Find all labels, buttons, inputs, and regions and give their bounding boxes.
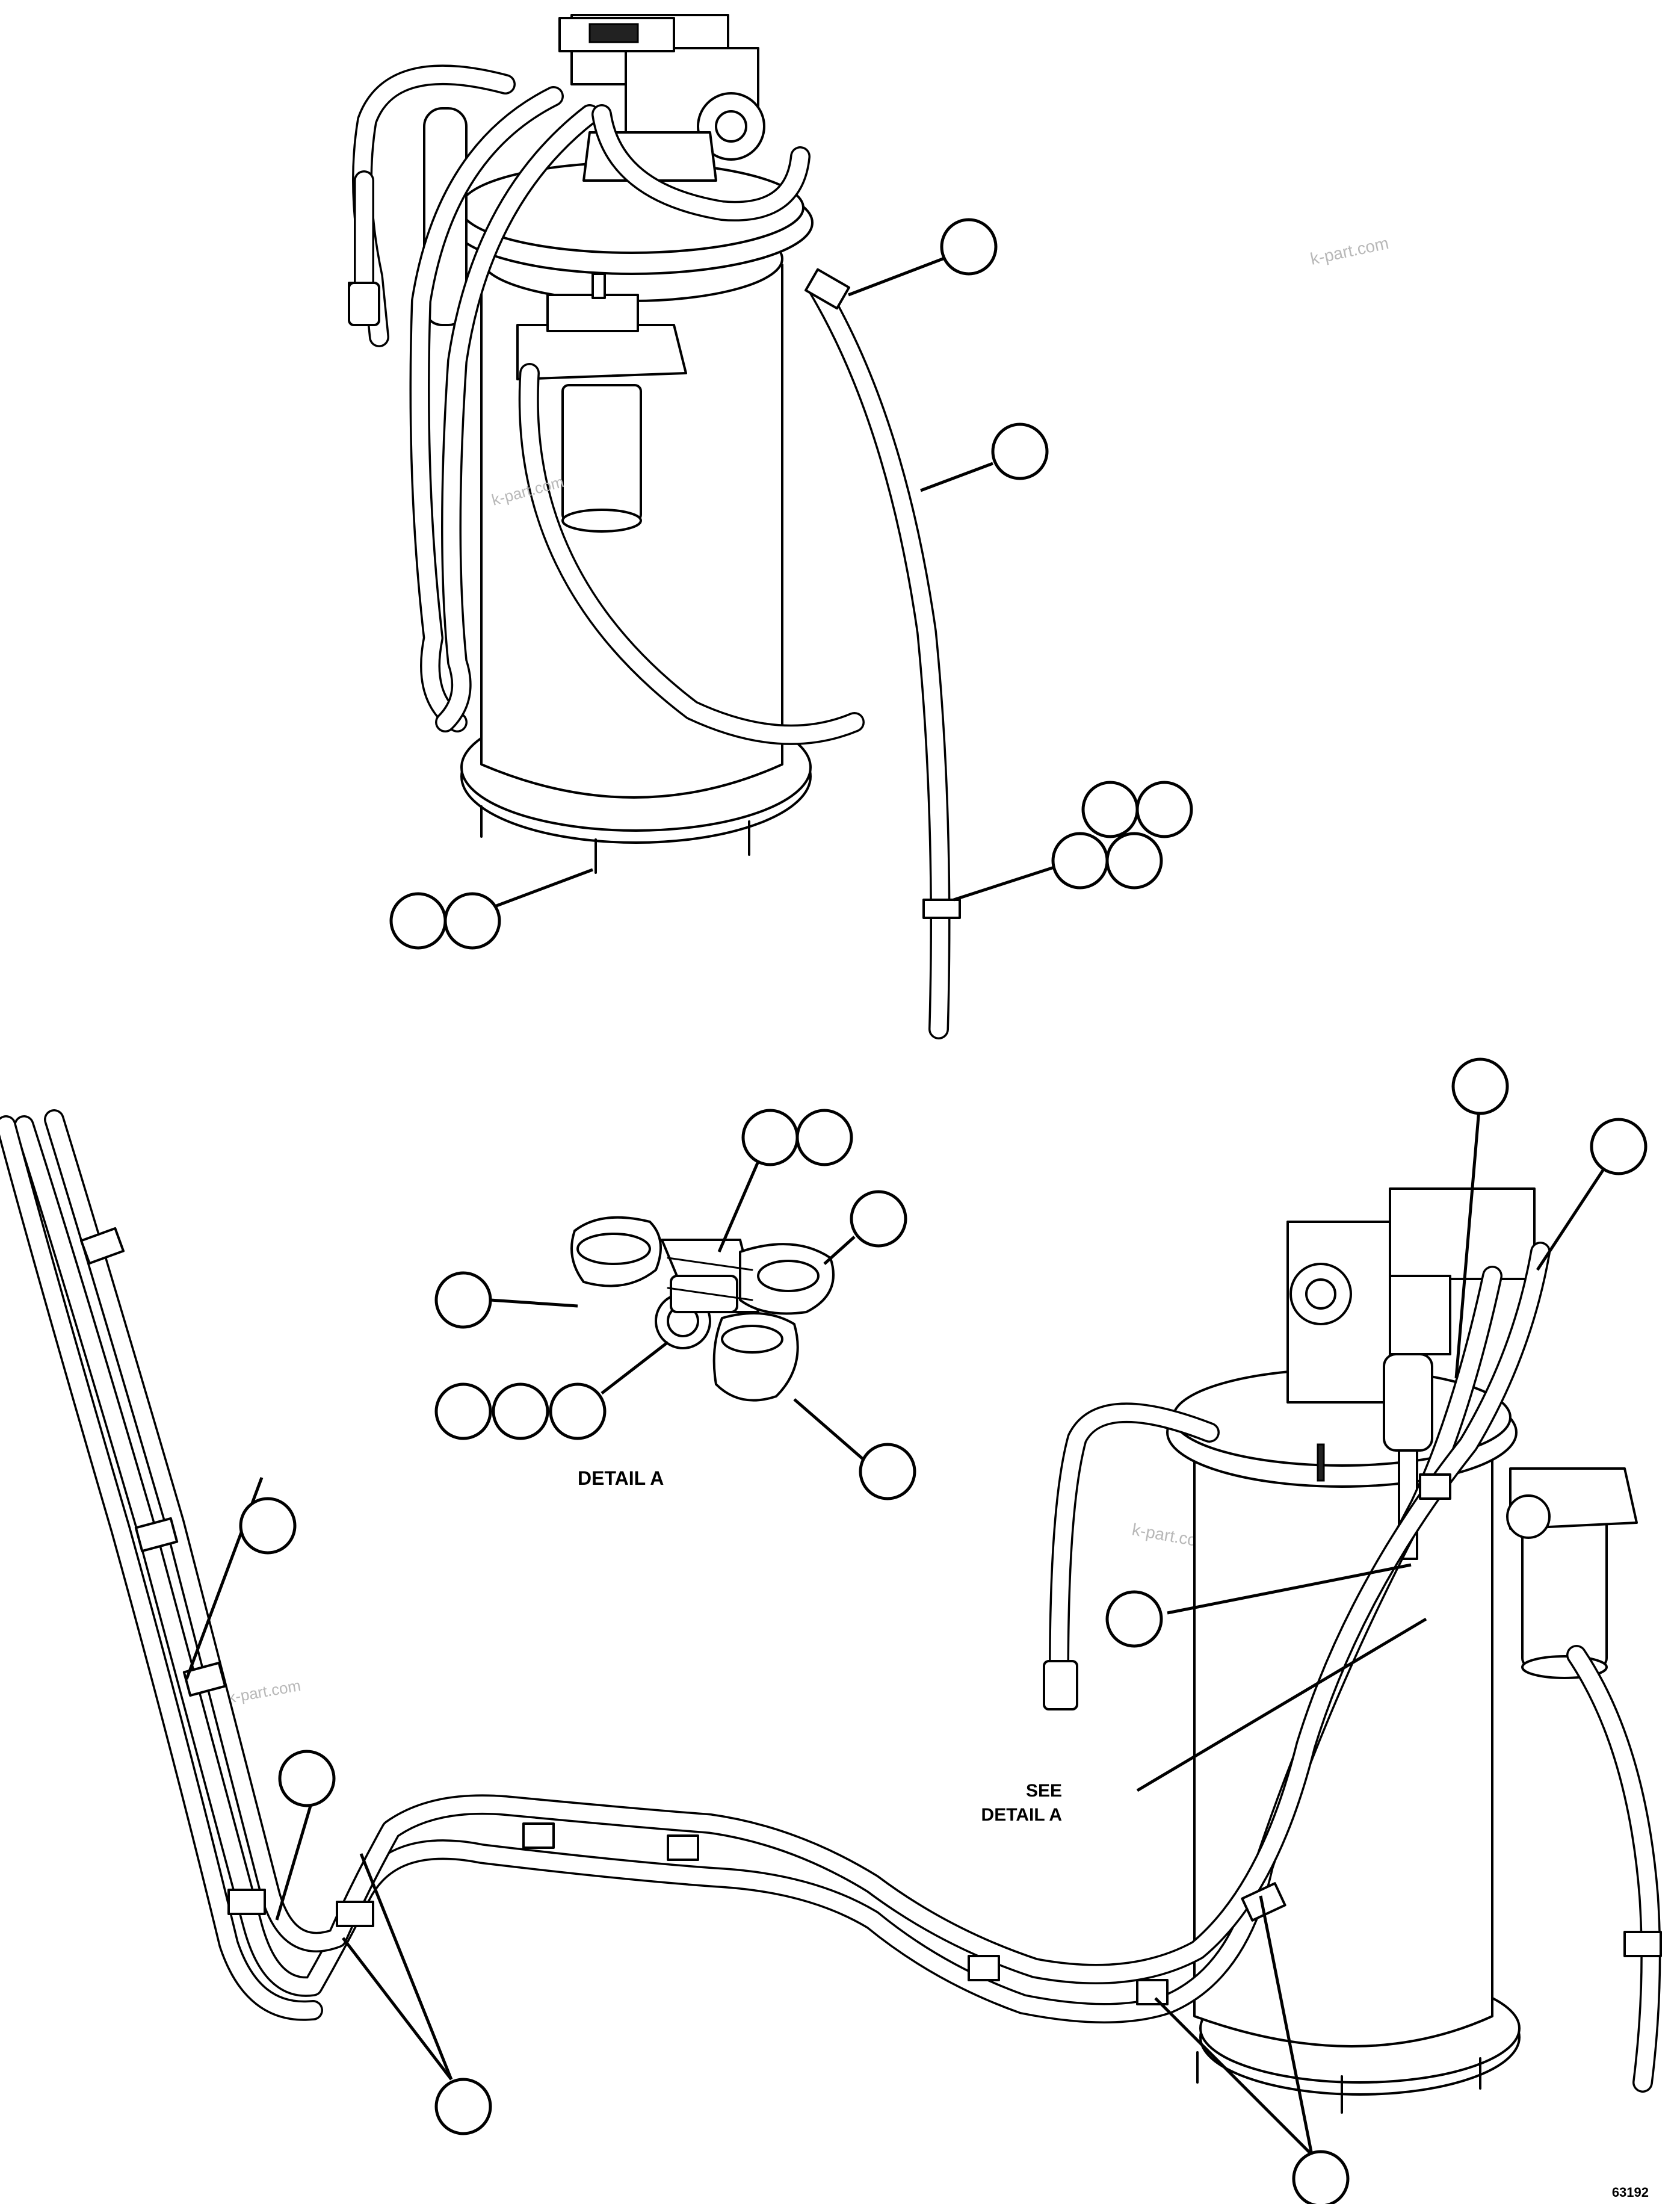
callout-balloon [795, 1109, 853, 1166]
callout-balloon [1105, 1590, 1163, 1648]
callout-balloon [1051, 832, 1109, 890]
see-detail-label: SEE [1026, 1781, 1062, 1801]
callout-balloon [1105, 832, 1163, 890]
callout-balloon [278, 1750, 336, 1807]
detail-a-callouts [434, 1109, 916, 1500]
callout-balloon [434, 1382, 492, 1440]
callout-balloon [492, 1382, 549, 1440]
watermark: k-part.com [226, 1676, 302, 1707]
callout-balloon [1135, 781, 1193, 838]
detail-a-clamp [570, 1216, 835, 1402]
callout-balloon [1590, 1118, 1648, 1175]
callout-balloon [434, 2078, 492, 2135]
callout-balloon [1292, 2150, 1350, 2204]
callout-balloon [1451, 1057, 1509, 1115]
detail-a-title: DETAIL A [578, 1467, 664, 1489]
callout-balloon [389, 892, 447, 950]
top-tank-assembly [348, 14, 961, 1039]
see-detail-label: DETAIL A [981, 1805, 1062, 1825]
callout-balloon [741, 1109, 799, 1166]
hose-harness [0, 1109, 1662, 2093]
bottom-callouts [185, 1057, 1648, 2204]
callout-balloon [549, 1382, 607, 1440]
callout-balloon [1081, 781, 1139, 838]
callout-balloon [940, 218, 998, 276]
callout-balloon [991, 423, 1049, 480]
callout-balloon [859, 1443, 916, 1500]
top-callouts [389, 218, 1193, 950]
watermark: k-part.com [1309, 234, 1391, 268]
callout-balloon [850, 1190, 907, 1248]
callout-balloon [434, 1271, 492, 1329]
drawing-number: 63192 [1612, 2185, 1649, 2200]
bottom-tank-assembly [1166, 1187, 1638, 2114]
callout-balloon [239, 1497, 297, 1555]
callout-balloon [443, 892, 501, 950]
